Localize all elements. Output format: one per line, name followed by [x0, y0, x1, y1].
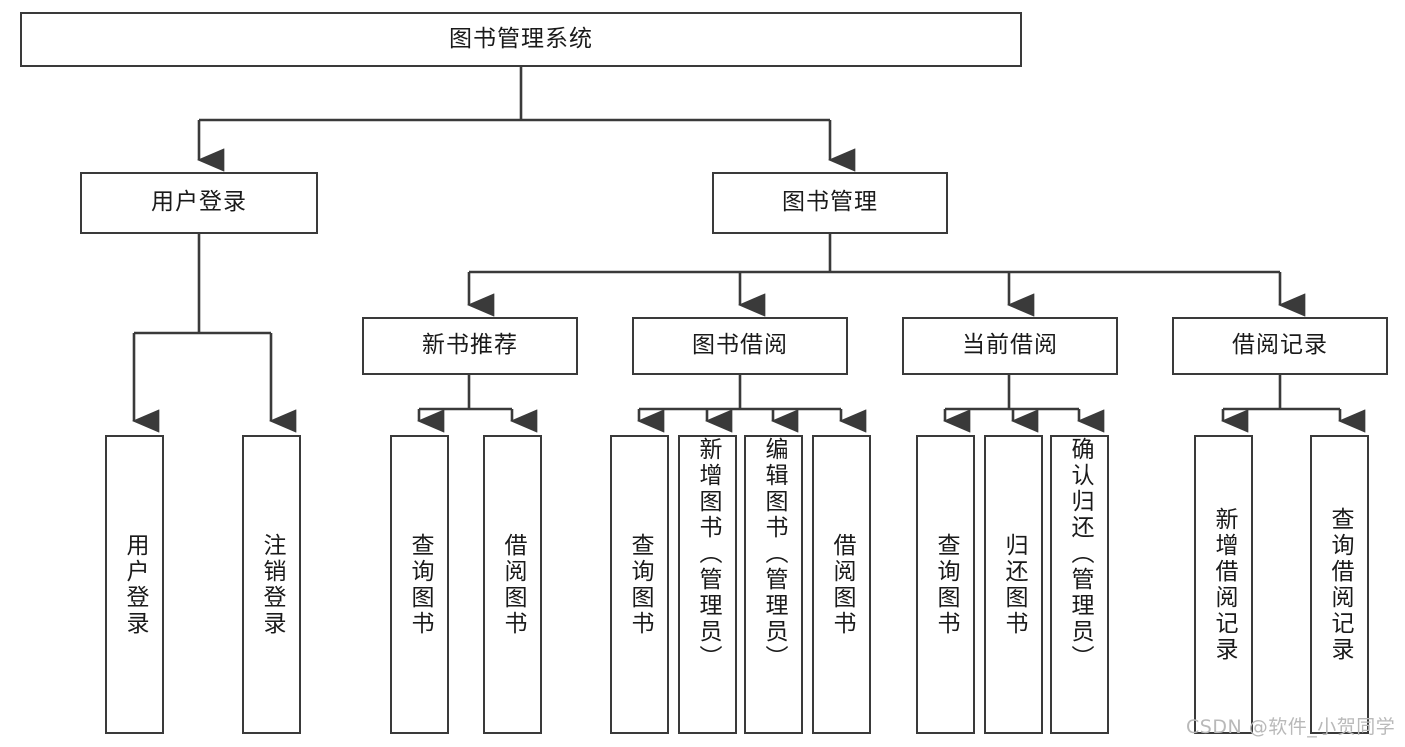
node-borrow-record[interactable]: 借阅记录 [1172, 317, 1388, 375]
leaf-book-borrow-edit[interactable]: 编辑图书（管理员） [744, 435, 803, 734]
node-label: 图书管理 [782, 189, 878, 216]
node-user-login[interactable]: 用户登录 [80, 172, 318, 234]
leaf-new-book-borrow[interactable]: 借阅图书 [483, 435, 542, 734]
node-label: 查询借阅记录 [1327, 506, 1353, 663]
node-root-system[interactable]: 图书管理系统 [20, 12, 1022, 67]
node-current-borrow[interactable]: 当前借阅 [902, 317, 1118, 375]
node-label: 当前借阅 [962, 332, 1058, 359]
node-book-borrow[interactable]: 图书借阅 [632, 317, 848, 375]
node-label: 查询图书 [933, 532, 959, 637]
leaf-borrow-record-add[interactable]: 新增借阅记录 [1194, 435, 1253, 734]
node-label: 图书管理系统 [449, 25, 593, 52]
node-label: 归还图书 [1001, 532, 1027, 637]
node-label: 注销登录 [259, 532, 285, 637]
leaf-borrow-record-query[interactable]: 查询借阅记录 [1310, 435, 1369, 734]
leaf-user-login-logout[interactable]: 注销登录 [242, 435, 301, 734]
leaf-current-borrow-query[interactable]: 查询图书 [916, 435, 975, 734]
node-label: 新增借阅记录 [1211, 506, 1237, 663]
leaf-current-borrow-confirm-return[interactable]: 确认归还（管理员） [1050, 435, 1109, 734]
leaf-new-book-query[interactable]: 查询图书 [390, 435, 449, 734]
node-label: 借阅图书 [829, 532, 855, 637]
node-label: 查询图书 [407, 532, 433, 637]
leaf-book-borrow-query[interactable]: 查询图书 [610, 435, 669, 734]
leaf-book-borrow-borrow[interactable]: 借阅图书 [812, 435, 871, 734]
node-label: 借阅图书 [500, 532, 526, 637]
node-book-management[interactable]: 图书管理 [712, 172, 948, 234]
csdn-watermark: CSDN @软件_小贺同学 [1186, 716, 1396, 738]
node-new-book-recommend[interactable]: 新书推荐 [362, 317, 578, 375]
node-label: 用户登录 [122, 532, 148, 637]
node-label: 借阅记录 [1232, 332, 1328, 359]
node-label: 确认归还（管理员） [1067, 437, 1093, 671]
node-label: 编辑图书（管理员） [761, 437, 787, 671]
leaf-current-borrow-return[interactable]: 归还图书 [984, 435, 1043, 734]
node-label: 新书推荐 [422, 332, 518, 359]
node-label: 图书借阅 [692, 332, 788, 359]
leaf-user-login-login[interactable]: 用户登录 [105, 435, 164, 734]
node-label: 新增图书（管理员） [695, 437, 721, 671]
node-label: 用户登录 [151, 189, 247, 216]
leaf-book-borrow-add[interactable]: 新增图书（管理员） [678, 435, 737, 734]
node-label: 查询图书 [627, 532, 653, 637]
